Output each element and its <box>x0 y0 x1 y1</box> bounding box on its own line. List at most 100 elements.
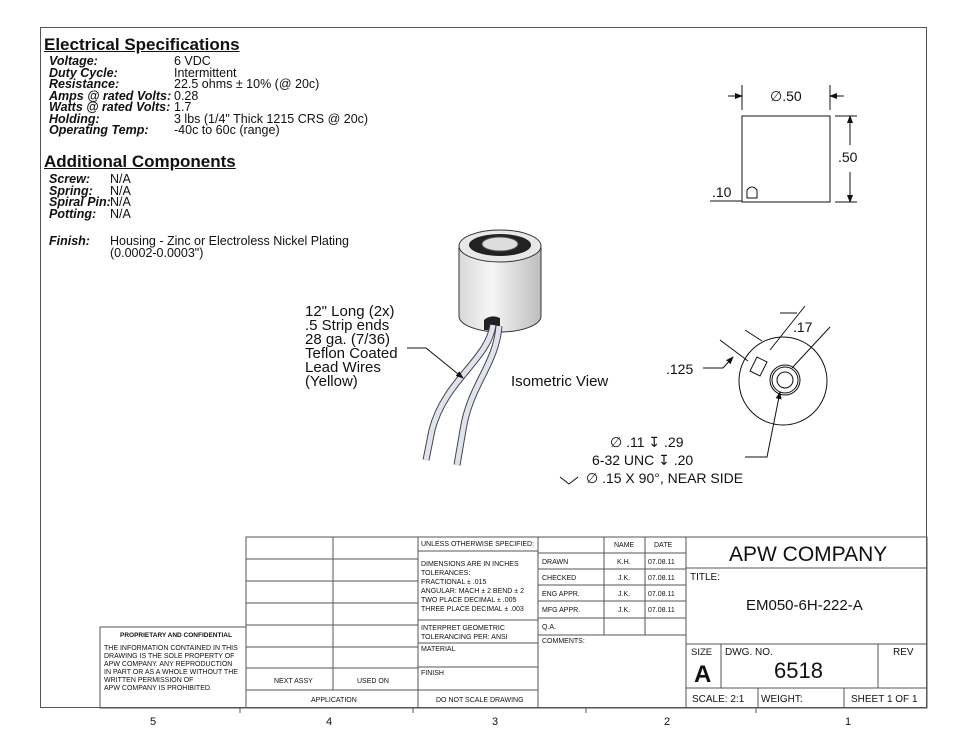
spec-value: 0.28 <box>174 88 199 103</box>
wire-note-line: .5 Strip ends <box>305 317 389 334</box>
zone-marker: 3 <box>492 716 498 728</box>
bottom-view <box>559 305 831 485</box>
spec-label: Operating Temp: <box>49 123 149 137</box>
offset-dim: .10 <box>712 184 732 200</box>
spec-label: Duty Cycle: <box>49 65 118 80</box>
wire-note-line: Teflon Coated <box>305 345 398 362</box>
dwg-no-label: DWG. NO. <box>725 647 773 658</box>
signoff-date: 07.08.11 <box>648 591 675 598</box>
signoff-role: Q.A. <box>542 624 556 631</box>
signoff-date: 07.08.11 <box>648 559 675 566</box>
date-header: DATE <box>654 542 672 549</box>
hole-callout-line: ∅ .11 ↧ .29 <box>610 434 684 450</box>
spec-row: Watts @ rated Volts:1.7 <box>49 100 368 114</box>
proprietary-line: APW COMPANY. ANY REPRODUCTION <box>104 661 232 668</box>
finish-spec: Finish:Housing - Zinc or Electroless Nic… <box>49 234 349 259</box>
rev-label: REV <box>893 647 914 658</box>
title-block: PROPRIETARY AND CONFIDENTIAL THE INFORMA… <box>104 541 675 704</box>
proprietary-line: WRITTEN PERMISSION OF <box>104 677 193 684</box>
signoff-role: ENG APPR. <box>542 591 580 598</box>
wire-note-line: 28 ga. (7/36) <box>305 331 390 348</box>
spec-row: Spring: N/A <box>49 183 131 198</box>
signoff-name: K.H. <box>617 559 631 566</box>
spec-row: Potting:N/A <box>49 206 131 221</box>
spec-row: Amps @ rated Volts:0.28 <box>49 88 368 103</box>
material-label: MATERIAL <box>421 646 456 653</box>
signoff-name: J.K. <box>618 591 630 598</box>
size-label: SIZE <box>691 647 712 658</box>
unless-specified: UNLESS OTHERWISE SPECIFIED: <box>421 541 534 548</box>
proprietary-line: THE INFORMATION CONTAINED IN THIS <box>104 645 238 652</box>
spec-label: Amps @ rated Volts: <box>49 88 172 103</box>
isometric-view-label: Isometric View <box>511 373 608 390</box>
proprietary-heading: PROPRIETARY AND CONFIDENTIAL <box>120 632 232 639</box>
tolerance-line: TWO PLACE DECIMAL ± .005 <box>421 597 516 604</box>
signoff-name: J.K. <box>618 575 630 582</box>
electrical-specs: Voltage: 6 VDC Duty Cycle: Intermittent Re… <box>49 54 369 137</box>
diameter-dim: ∅.50 <box>770 88 802 104</box>
signoff-date: 07.08.11 <box>648 575 675 582</box>
comments-label: COMMENTS: <box>542 638 585 645</box>
title-label: TITLE: <box>690 572 720 583</box>
finish-label: Finish: <box>49 234 90 248</box>
signoff-role: DRAWN <box>542 559 568 566</box>
spec-value: -40c to 60c (range) <box>174 123 280 137</box>
proprietary-line: DRAWING IS THE SOLE PROPERTY OF <box>104 653 234 660</box>
spec-value: N/A <box>110 195 131 209</box>
spec-label: Voltage: <box>49 54 98 68</box>
zone-marker: 4 <box>326 716 332 728</box>
spec-label: Watts @ rated Volts: <box>49 100 171 114</box>
do-not-scale: DO NOT SCALE DRAWING <box>436 697 524 704</box>
spec-value: N/A <box>110 183 131 198</box>
spec-row: Duty Cycle: Intermittent <box>49 65 368 80</box>
dim-0125: .125 <box>666 361 693 377</box>
spec-row: Resistance:22.5 ohms ± 10% (@ 20c) <box>49 78 368 91</box>
electrical-heading: Electrical Specifications <box>44 35 240 54</box>
proprietary-line: IN PART OR AS A WHOLE WITHOUT THE <box>104 669 238 676</box>
interpret-line: TOLERANCING PER: ANSI <box>421 634 508 641</box>
height-dim: .50 <box>838 149 858 165</box>
company-name: APW COMPANY <box>729 543 887 566</box>
zone-marker: 5 <box>150 716 156 728</box>
spec-label: Spiral Pin: <box>49 195 111 209</box>
drawing-title: EM050-6H-222-A <box>746 597 863 614</box>
application-label: APPLICATION <box>311 697 357 704</box>
next-assy-label: NEXT ASSY <box>274 678 313 685</box>
wire-leader <box>407 347 464 379</box>
spec-label: Spring: <box>49 183 93 198</box>
wire-note-line: (Yellow) <box>305 373 358 390</box>
spec-value: 3 lbs (1/4" Thick 1215 CRS @ 20c) <box>174 111 369 126</box>
tolerance-line: DIMENSIONS ARE IN INCHES <box>421 561 519 568</box>
dim-017: .17 <box>793 319 813 335</box>
signoff-role: CHECKED <box>542 575 576 582</box>
spec-row: Operating Temp: -40c to 60c (range) <box>49 123 368 137</box>
signoff-role: MFG APPR. <box>542 607 580 614</box>
wire-note-line: 12" Long (2x) <box>305 303 395 320</box>
spec-value: 6 VDC <box>174 54 211 68</box>
spec-row: Spiral Pin:N/A <box>49 195 131 209</box>
signoff-date: 07.08.11 <box>648 607 675 614</box>
tolerance-line: FRACTIONAL ± .015 <box>421 579 487 586</box>
tolerance-line: THREE PLACE DECIMAL ± .003 <box>421 606 524 613</box>
sheet-value: SHEET 1 OF 1 <box>851 694 918 705</box>
zone-marker: 2 <box>664 716 670 728</box>
component-specs: Screw:N/A Spring:N/A Spiral Pin:N/A Pott… <box>49 172 131 221</box>
interpret-line: INTERPRET GEOMETRIC <box>421 625 505 632</box>
spec-value: Intermittent <box>174 65 237 80</box>
weight-label: WEIGHT: <box>761 694 803 705</box>
scale-value: SCALE: 2:1 <box>692 694 745 705</box>
hole-callout-line: 6-32 UNC ↧ .20 <box>592 452 693 468</box>
spec-value: N/A <box>110 172 131 186</box>
spec-row: Voltage: 6 VDC <box>49 54 368 68</box>
dwg-no-value: 6518 <box>774 658 823 683</box>
spec-label: Holding: <box>49 111 100 126</box>
name-header: NAME <box>614 542 635 549</box>
spec-row: Holding: 3 lbs (1/4" Thick 1215 CRS @ 20c… <box>49 111 369 126</box>
isometric-magnet <box>422 229 542 466</box>
title-block-grid <box>99 536 928 713</box>
wire-note-line: Lead Wires <box>305 359 381 376</box>
spec-row: Screw:N/A <box>49 172 131 186</box>
hole-callout-line: ∅ .15 X 90°, NEAR SIDE <box>586 470 743 486</box>
spec-label: Potting: <box>49 206 97 221</box>
